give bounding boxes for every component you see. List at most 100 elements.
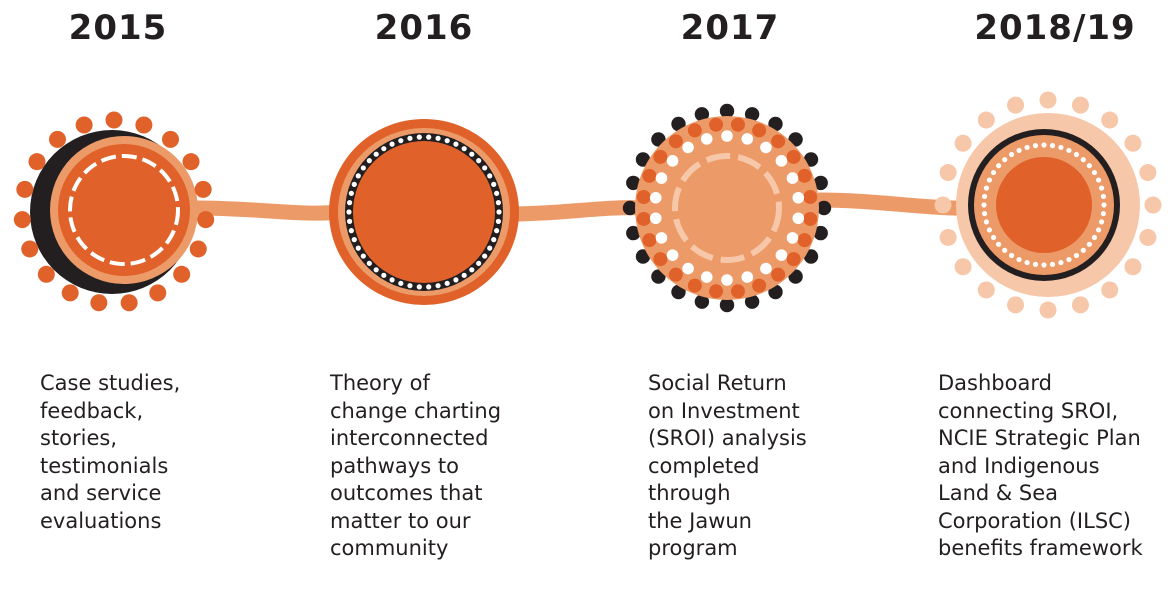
node-2015-outer-dots-dot (90, 294, 108, 312)
node-2016-white-dots-dot (360, 165, 366, 171)
node-2015-outer-dots-dot (37, 265, 55, 283)
node-2018-white-dots-dot (983, 219, 990, 225)
node-2017-orange-dots-dot (797, 168, 812, 183)
node-2017-white-dots-dot (655, 232, 668, 244)
node-2015-outer-dots-dot (13, 211, 31, 229)
node-2018-outer-dots-dot (1039, 91, 1057, 109)
node-2018-white-dots-dot (1058, 259, 1064, 266)
node-2016-white-dots-dot (366, 260, 372, 266)
node-2018-white-dots-dot (1100, 210, 1106, 217)
node-2017-orange-dots-dot (752, 278, 767, 293)
node-2018-outer-dots-dot (939, 228, 957, 246)
node-2017-black-dots-dot (671, 116, 686, 132)
node-2017-orange-dots-dot (687, 123, 702, 138)
node-2017-white-dots-dot (741, 271, 754, 283)
node-2017-white-dots-dot (655, 172, 668, 184)
node-2016-white-dots-dot (416, 284, 422, 290)
node-2015-outer-dots-dot (21, 240, 39, 258)
node-2018-white-dots-dot (996, 241, 1002, 247)
node-2018-white-dots-dot (1098, 185, 1105, 191)
node-2016-white-dots-dot (416, 134, 422, 140)
node-2016-white-dots-dot (373, 151, 379, 157)
node-2018-outer-dots-dot (1139, 228, 1157, 246)
node-2015-outer-dots-dot (48, 130, 66, 148)
node-2017-black-dots-dot (626, 225, 641, 241)
node-2017-orange-dots-dot (730, 117, 745, 132)
node-2016-white-dots-dot (360, 253, 366, 259)
node-2018-white-dots-dot (1008, 151, 1015, 158)
node-2017-black-dots-dot (694, 107, 710, 122)
node-2016-white-dots-dot (495, 218, 502, 224)
connector-2015-2016 (187, 200, 348, 221)
node-2017-orange-dots-dot (797, 233, 812, 248)
node-2016-white-dots-dot (407, 135, 413, 141)
node-2016-white-dots-dot (491, 237, 497, 243)
node-2018-white-dots-dot (1058, 144, 1064, 151)
node-2018-white-dots-dot (990, 169, 997, 176)
node-2018-outer-dots-dot (1101, 281, 1119, 299)
node-2016-white-dots-dot (373, 267, 379, 273)
node-2016-white-dots-dot (469, 267, 475, 273)
node-2018-white-dots-dot (1073, 151, 1080, 158)
node-2018-white-dots-dot (981, 202, 987, 208)
node-2015-outer-dots-dot (61, 284, 79, 302)
node-2018-white-dots-dot (1098, 219, 1105, 225)
node-2017 (622, 103, 832, 313)
node-2017-white-dots-dot (760, 141, 772, 154)
node-2017-black-dots-dot (694, 294, 710, 309)
node-2017-black-dots-dot (626, 175, 641, 191)
node-2015-outer-dots-dot (197, 211, 215, 229)
node-2017-black-dots-dot (744, 294, 760, 309)
node-2016-white-dots-dot (444, 138, 450, 144)
node-2018-white-dots-dot (1024, 259, 1030, 266)
description-2017: Social Return on Investment (SROI) analy… (648, 371, 807, 560)
node-2018-outer-dots-dot (1124, 258, 1142, 276)
node-2015-outer-dots-dot (149, 284, 167, 302)
node-2018-white-dots-dot (1032, 261, 1039, 267)
node-2018-white-dots-dot (1095, 177, 1102, 183)
node-2016-white-dots-dot (346, 200, 353, 206)
node-2018-white-dots-dot (1002, 247, 1008, 253)
node-2017-black-dots-dot (803, 152, 819, 167)
node-2016-white-dots-dot (426, 284, 432, 290)
node-2018-outer-dots-dot (954, 134, 972, 152)
node-2017-white-dots-dot (682, 262, 694, 275)
node-2018-white-dots-dot (986, 227, 993, 233)
node-2017-orange-dots-dot (668, 134, 683, 149)
node-2017-orange-dots-dot (636, 211, 651, 226)
node-2017-orange-dots-dot (803, 190, 818, 205)
node-2017-orange-dots-dot (803, 211, 818, 226)
node-2018-white-dots-dot (1016, 147, 1022, 154)
node-2018-outer-dots-dot (1101, 111, 1119, 129)
node-2017-orange-dots-dot (687, 278, 702, 293)
node-2018-white-dots-dot (1002, 157, 1008, 163)
node-2015-outer-dots-dot (75, 116, 93, 134)
node-2017-black-dots-dot (635, 249, 651, 264)
node-2018-white-dots-dot (983, 185, 990, 191)
node-2016-white-dots-dot (476, 158, 482, 164)
node-2017-orange-dots-dot (653, 149, 668, 164)
year-2015: 2015 (68, 8, 168, 48)
timeline-artwork (13, 91, 1162, 319)
node-2017-orange-dots (636, 117, 818, 299)
node-2018-white-dots-dot (1066, 147, 1072, 154)
node-2017-white-dots-dot (786, 232, 799, 244)
node-2017-black-dots-dot (803, 249, 819, 264)
node-2017-orange-dots-dot (636, 190, 651, 205)
node-2016-white-dots-dot (476, 260, 482, 266)
node-2015-core (58, 144, 190, 276)
node-2017-white-dots-dot (649, 212, 662, 225)
node-2016-white-dots-dot (435, 283, 441, 289)
node-2016-white-dots-dot (487, 173, 493, 179)
node-2017-white-dots-dot (721, 274, 733, 286)
node-2016-white-dots-dot (426, 134, 432, 140)
node-2018-white-dots-dot (1086, 163, 1092, 169)
year-2018-19: 2018/19 (974, 8, 1136, 48)
node-2016-white-dots-dot (381, 272, 387, 278)
node-2017-black-dots-dot (813, 225, 828, 241)
node-2017-black-dots-dot (768, 284, 783, 300)
node-2016-white-dots-dot (495, 200, 502, 206)
node-2016-white-dots-dot (351, 181, 357, 187)
node-2018-white-dots (981, 142, 1107, 268)
